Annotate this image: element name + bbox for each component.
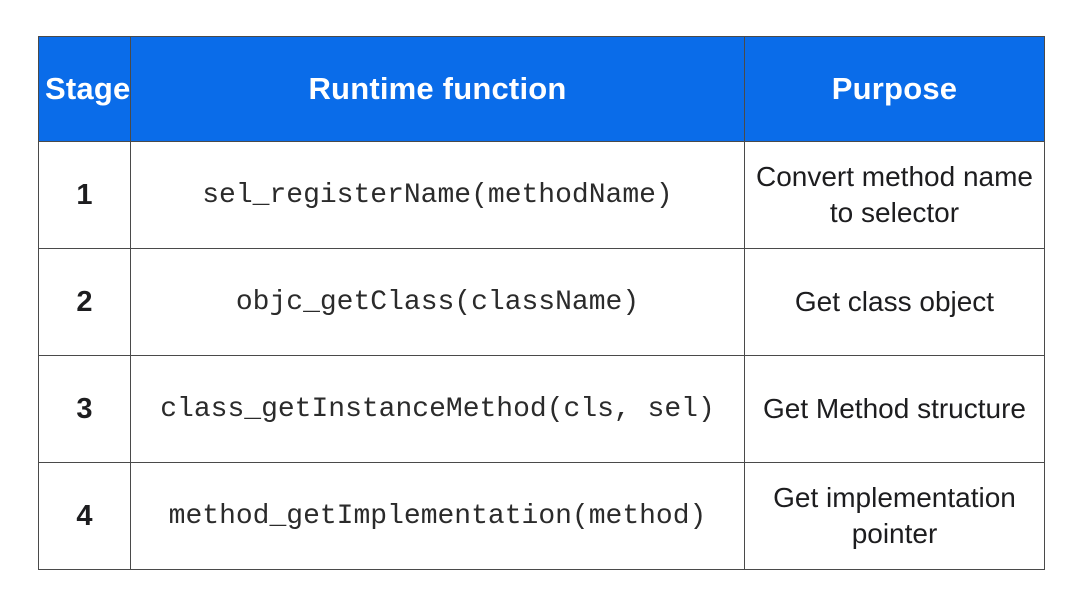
table-row: 2 objc_getClass(className) Get class obj… <box>38 248 1045 356</box>
function-cell: objc_getClass(className) <box>130 248 745 356</box>
stage-cell: 1 <box>38 141 131 249</box>
table-row: 1 sel_registerName(methodName) Convert m… <box>38 141 1045 249</box>
table-row: 3 class_getInstanceMethod(cls, sel) Get … <box>38 355 1045 463</box>
function-cell: class_getInstanceMethod(cls, sel) <box>130 355 745 463</box>
purpose-cell: Get Method structure <box>744 355 1045 463</box>
header-cell-purpose: Purpose <box>744 36 1045 142</box>
runtime-functions-table: Stage Runtime function Purpose 1 sel_reg… <box>38 36 1045 570</box>
header-row: Stage Runtime function Purpose <box>38 36 1045 142</box>
purpose-cell: Convert method name to selector <box>744 141 1045 249</box>
purpose-cell: Get implementation pointer <box>744 462 1045 570</box>
table-row: 4 method_getImplementation(method) Get i… <box>38 462 1045 570</box>
stage-cell: 2 <box>38 248 131 356</box>
purpose-cell: Get class object <box>744 248 1045 356</box>
function-cell: method_getImplementation(method) <box>130 462 745 570</box>
header-cell-stage: Stage <box>38 36 131 142</box>
runtime-functions-table-container: Stage Runtime function Purpose 1 sel_reg… <box>38 36 1045 570</box>
header-cell-runtime-function: Runtime function <box>130 36 745 142</box>
stage-cell: 3 <box>38 355 131 463</box>
stage-cell: 4 <box>38 462 131 570</box>
function-cell: sel_registerName(methodName) <box>130 141 745 249</box>
